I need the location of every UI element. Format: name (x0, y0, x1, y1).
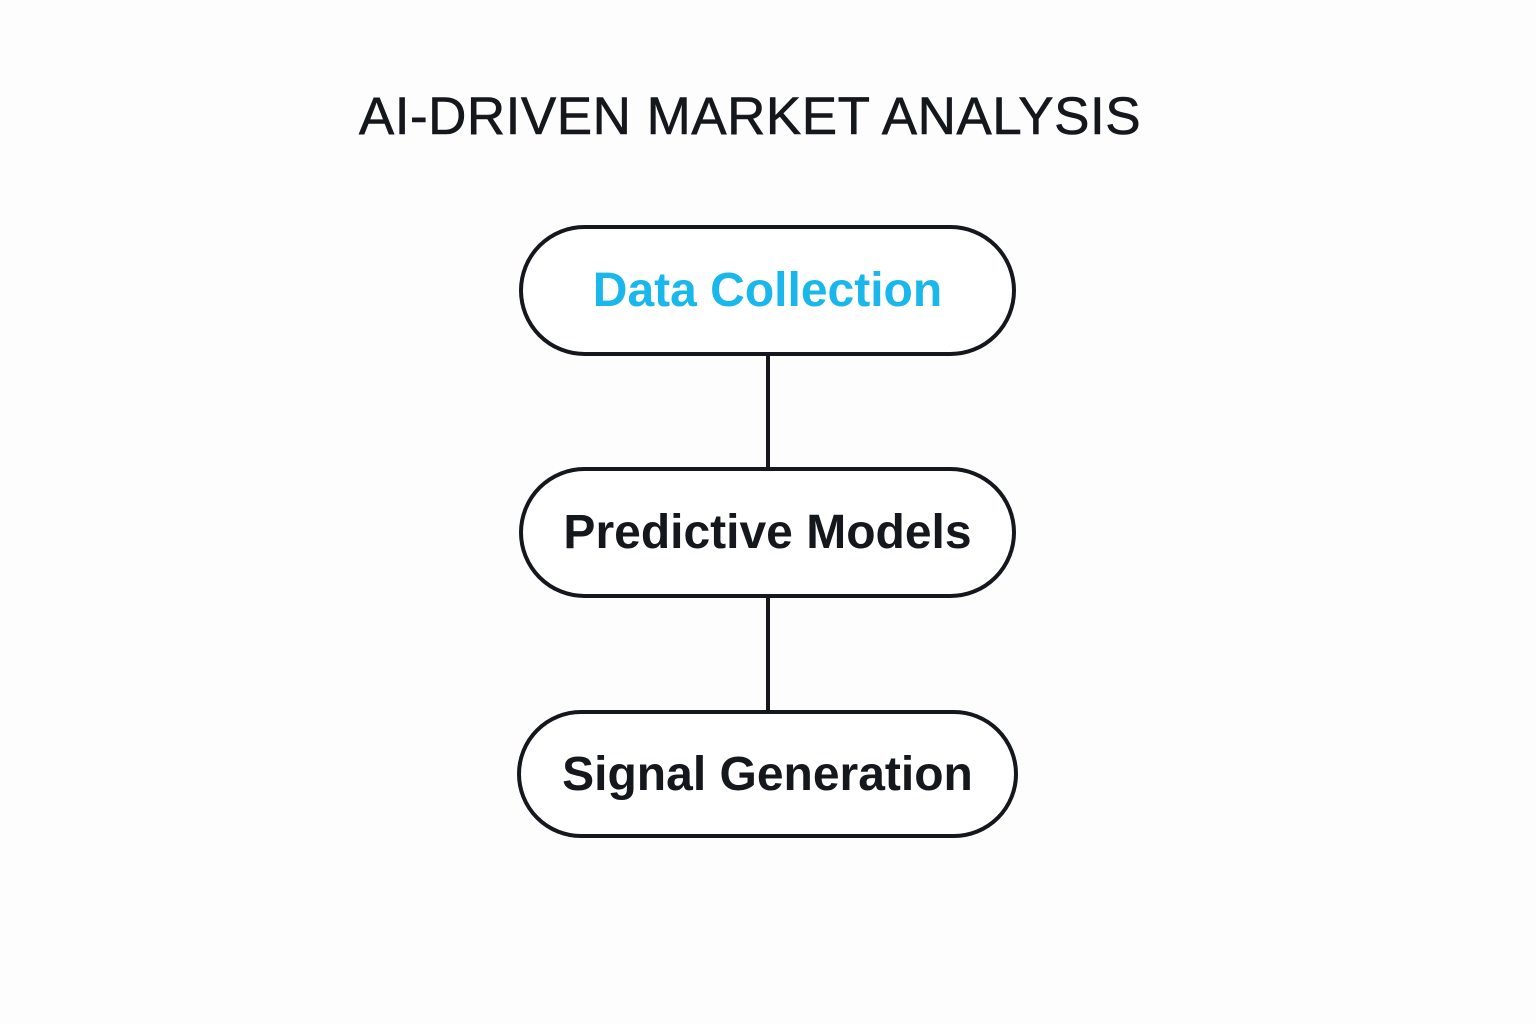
node-signal-generation: Signal Generation (517, 710, 1018, 838)
connector-data-to-models (766, 354, 770, 468)
node-label: Signal Generation (562, 747, 973, 801)
node-label: Data Collection (592, 264, 943, 317)
node-predictive-models: Predictive Models (519, 467, 1016, 598)
node-label: Predictive Models (563, 506, 972, 559)
diagram-title: AI-DRIVEN MARKET ANALYSIS (358, 87, 1142, 147)
connector-models-to-signal (766, 596, 770, 712)
node-data-collection: Data Collection (519, 225, 1016, 356)
